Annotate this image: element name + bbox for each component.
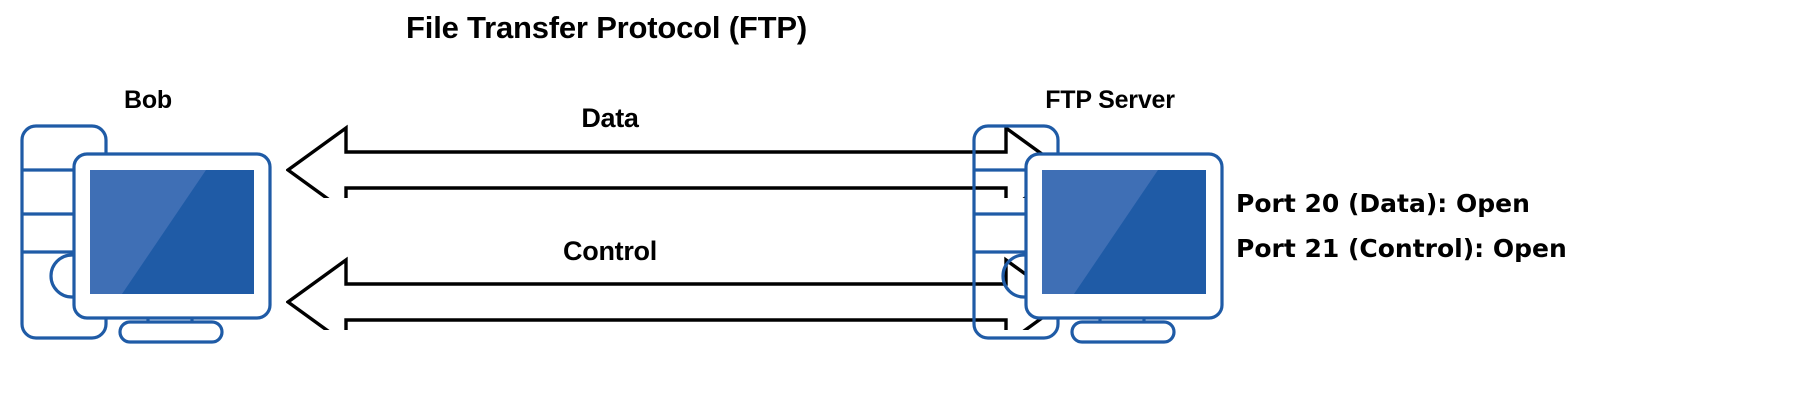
server-computer-icon xyxy=(962,118,1228,351)
client-node-caption: Bob xyxy=(124,86,172,114)
port-control-status: Port 21 (Control): Open xyxy=(1236,234,1567,263)
monitor-icon xyxy=(1024,152,1224,320)
diagram-title: File Transfer Protocol (FTP) xyxy=(406,10,807,45)
data-arrow-label: Data xyxy=(581,103,639,133)
monitor-icon xyxy=(72,152,272,320)
server-node-caption: FTP Server xyxy=(1045,86,1175,114)
control-arrow-label: Control xyxy=(563,236,657,266)
port-data-status: Port 20 (Data): Open xyxy=(1236,189,1530,218)
desktop-computer-icon xyxy=(10,118,276,351)
